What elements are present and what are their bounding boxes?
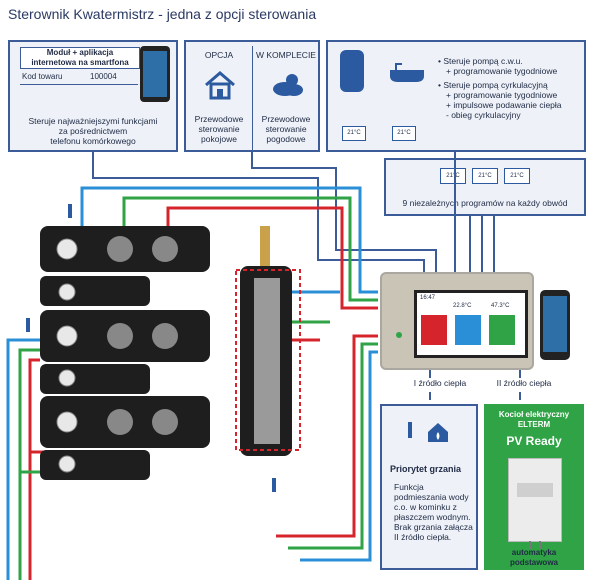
- pump-group-1b: [40, 276, 150, 306]
- controller-led: [396, 332, 402, 338]
- pipe-blue-1: [80, 186, 378, 294]
- boiler-l2: ELTERM: [517, 420, 551, 429]
- priority-l6: II źródło ciepła.: [394, 532, 452, 542]
- sensor-3: [272, 478, 276, 492]
- module-heading-line1: Moduł + aplikacja: [46, 48, 114, 57]
- module-heading: Moduł + aplikacja internetowa na smartfo…: [20, 47, 140, 69]
- pipe-red-1: [166, 206, 378, 310]
- dhw-b2-line1: • Steruje pompą cyrkulacyjną: [438, 80, 548, 90]
- priority-title: Priorytet grzania: [390, 464, 462, 474]
- priority-l1: Funkcja: [394, 482, 424, 492]
- pump-5: [107, 409, 133, 435]
- option-col1-head: OPCJA: [204, 50, 234, 60]
- module-heading-line2: internetowa na smartfona: [31, 58, 129, 67]
- option-col2-line2: sterowanie: [265, 124, 307, 134]
- thermostat-3: 21°C: [504, 168, 530, 184]
- source1-label: I źródło ciepła: [413, 378, 467, 388]
- thermostat-b: 21°C: [392, 126, 416, 141]
- dhw-b2-line2: + programowanie tygodniowe: [446, 90, 558, 100]
- screen-temp2: 47.3°C: [491, 303, 510, 309]
- pipe-blue-2: [6, 338, 40, 580]
- controller-screen: 16:47 22.8°C 47.3°C: [414, 290, 528, 358]
- module-desc-line1: Steruje najważniejszymi funkcjami: [28, 116, 158, 126]
- option-col1-line1: Przewodowe: [194, 114, 244, 124]
- page-title: Sterownik Kwatermistrz - jedna z opcji s…: [8, 6, 317, 22]
- source2-label: II źródło ciepła: [496, 378, 552, 388]
- dhw-b2-line4: - obieg cyrkulacyjny: [446, 110, 521, 120]
- option-col2-line1: Przewodowe: [261, 114, 311, 124]
- thermostat-2: 21°C: [472, 168, 498, 184]
- thermostat-1: 21°C: [440, 168, 466, 184]
- priority-l4: płaszczem wodnym.: [394, 512, 471, 522]
- sensor-2: [26, 318, 30, 332]
- priority-l5: Brak grzania załącza: [394, 522, 473, 532]
- dhw-b1-line1: • Steruje pompą c.w.u.: [438, 56, 523, 66]
- option-col1-line2: sterowanie: [198, 124, 240, 134]
- code-label: Kod towaru: [22, 72, 63, 81]
- smartphone-icon-right: [540, 290, 570, 360]
- option-box: OPCJA W KOMPLECIE Przewodowe sterowanie …: [184, 40, 320, 152]
- gauge-3: [56, 325, 78, 347]
- sensor-1: [68, 204, 72, 218]
- controller: 16:47 22.8°C 47.3°C: [380, 272, 534, 370]
- pump-group-3b: [40, 450, 150, 480]
- bathtub-icon: [388, 62, 426, 84]
- pipe-green-1: [122, 196, 378, 302]
- pipe-green-2: [18, 348, 40, 580]
- pump-2: [152, 236, 178, 262]
- screen-time: 16:47: [420, 295, 436, 301]
- pump-3: [107, 323, 133, 349]
- fireplace-icon: [426, 420, 450, 444]
- module-code-row: Kod towaru 100004: [20, 72, 138, 85]
- manifold-valve: [260, 226, 270, 266]
- wire-option: [251, 152, 437, 272]
- gauge-2: [58, 283, 76, 301]
- boiler-box: Kocioł elektryczny ELTERM PV Ready autom…: [484, 404, 584, 570]
- boiler-l4: automatyka: [511, 548, 557, 557]
- smartphone-icon: [140, 46, 170, 102]
- dhw-box: 21°C 21°C • Steruje pompą c.w.u. + progr…: [326, 40, 586, 152]
- manifold-core: [254, 278, 280, 444]
- module-box: Moduł + aplikacja internetowa na smartfo…: [8, 40, 178, 152]
- programs-text: 9 niezależnych programów na każdy obwód: [402, 198, 568, 208]
- gauge-6: [58, 455, 76, 473]
- dhw-b2-line3: + impulsowe podawanie ciepła: [446, 100, 562, 110]
- pump-1: [107, 236, 133, 262]
- module-desc-line2: za pośrednictwem: [58, 126, 128, 136]
- boiler-l5: podstawowa: [509, 558, 558, 567]
- pump-group-2b: [40, 364, 150, 394]
- boiler-l3: PV Ready: [506, 434, 562, 448]
- gauge-4: [58, 369, 76, 387]
- screen-temp1: 22.8°C: [453, 303, 472, 309]
- house-icon: [203, 70, 237, 100]
- module-desc-line3: telefonu komórkowego: [50, 136, 136, 146]
- boiler-l1: Kocioł elektryczny: [498, 410, 570, 419]
- pipe-red-2: [28, 358, 40, 580]
- option-col1-line3: pokojowe: [201, 134, 237, 144]
- code-value: 100004: [90, 72, 117, 81]
- manifold-outline: [235, 269, 301, 451]
- gauge-1: [56, 238, 78, 260]
- wire-module: [92, 152, 425, 272]
- gauge-5: [56, 411, 78, 433]
- pipe-red-3: [276, 334, 378, 538]
- pipe-blue-3: [300, 350, 378, 562]
- priority-sensor-icon: [408, 422, 412, 438]
- weather-icon: [270, 70, 306, 100]
- programs-box: 21°C 21°C 21°C 9 niezależnych programów …: [384, 158, 586, 216]
- priority-box: Priorytet grzania Funkcja podmieszania w…: [380, 404, 478, 570]
- pump-6: [152, 409, 178, 435]
- priority-l2: podmieszania wody: [394, 492, 469, 502]
- option-col2-line3: pogodowe: [266, 134, 306, 144]
- water-tank-icon: [340, 50, 364, 92]
- thermostat-a: 21°C: [342, 126, 366, 141]
- pump-4: [152, 323, 178, 349]
- priority-l3: c.o. w kominku z: [394, 502, 457, 512]
- dhw-b1-line2: + programowanie tygodniowe: [446, 66, 558, 76]
- electric-boiler-image: [508, 458, 562, 549]
- option-col2-head: W KOMPLECIE: [256, 50, 316, 60]
- pipe-green-3: [288, 342, 378, 550]
